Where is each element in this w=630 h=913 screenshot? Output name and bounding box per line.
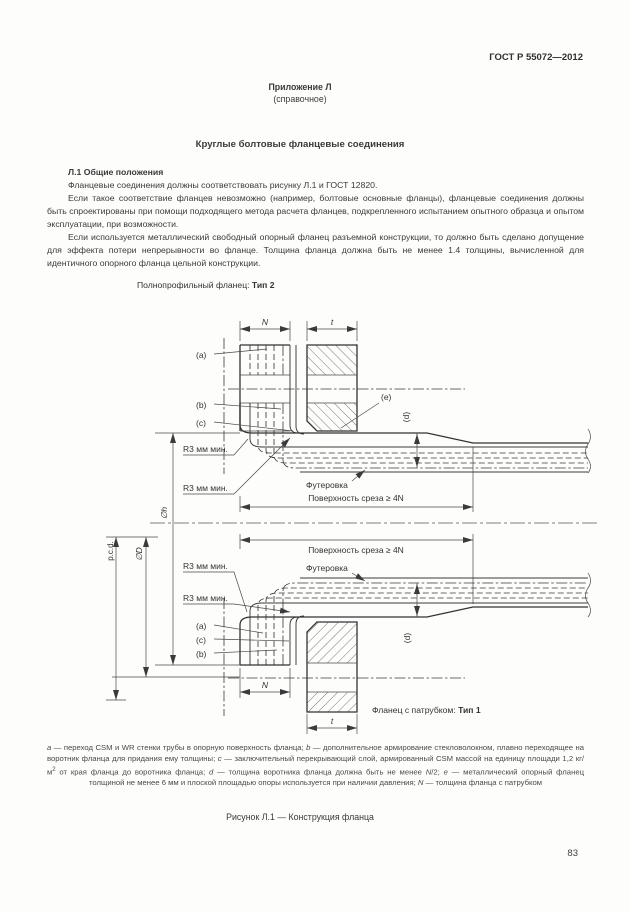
paragraph: Фланцевые соединения должны соответствов… <box>68 180 378 190</box>
appendix-note: (справочное) <box>273 94 327 104</box>
lining-label: Футеровка <box>306 563 348 573</box>
dim-N-label: N <box>262 680 269 690</box>
paragraph: Если используется металлический свободны… <box>47 232 584 268</box>
standard-code: ГОСТ Р 55072—2012 <box>489 52 583 63</box>
radius-label: R3 мм мин. <box>183 593 228 603</box>
dia-h-label: ∅h <box>159 507 169 519</box>
dia-D-label: ∅D <box>134 547 144 561</box>
section-heading: Л.1 Общие положения <box>68 167 164 177</box>
dim-d-label: (d) <box>402 633 412 644</box>
pcd-label: p.c.d. <box>106 541 115 561</box>
shear-surface-label: Поверхность среза ≥ 4N <box>308 545 404 555</box>
appendix-title: Приложение Л <box>268 82 332 92</box>
figure-type2-label: Полнопрофильный фланец: Тип 2 <box>137 280 275 290</box>
dim-N-label: N <box>262 317 269 327</box>
figure-footnote: a — переход CSM и WR стенки трубы в опор… <box>47 743 585 787</box>
callout-a: (a) <box>196 621 207 631</box>
shear-surface-label: Поверхность среза ≥ 4N <box>308 493 404 503</box>
radius-label: R3 мм мин. <box>183 444 228 454</box>
type1-flange-section: Поверхность среза ≥ 4N Футеровка <box>155 534 591 734</box>
figure-caption: Рисунок Л.1 — Конструкция фланца <box>226 812 374 822</box>
dim-d-label: (d) <box>401 412 411 423</box>
diameter-dimensions: ∅h ∅D p.c.d. <box>106 432 240 701</box>
flange-construction-drawing: N t <box>106 317 600 734</box>
callout-e: (e) <box>381 392 392 402</box>
document-title: Круглые болтовые фланцевые соединения <box>195 139 405 150</box>
callout-c: (c) <box>196 635 206 645</box>
callout-c: (c) <box>196 418 206 428</box>
radius-label: R3 мм мин. <box>183 483 228 493</box>
callout-b: (b) <box>196 400 207 410</box>
lining-label: Футеровка <box>306 480 348 490</box>
callout-b: (b) <box>196 649 207 659</box>
dim-t-label: t <box>331 317 334 327</box>
figure-type1-label: Фланец с патрубком: Тип 1 <box>372 705 481 715</box>
section-body: Л.1 Общие положения Фланцевые соединения… <box>47 166 584 270</box>
page-number: 83 <box>567 848 578 859</box>
dim-t-label: t <box>331 716 334 726</box>
radius-label: R3 мм мин. <box>183 561 228 571</box>
type2-flange-section: N t <box>183 317 591 512</box>
paragraph: Если такое соответствие фланцев невозмож… <box>47 193 584 229</box>
callout-a: (a) <box>196 350 207 360</box>
